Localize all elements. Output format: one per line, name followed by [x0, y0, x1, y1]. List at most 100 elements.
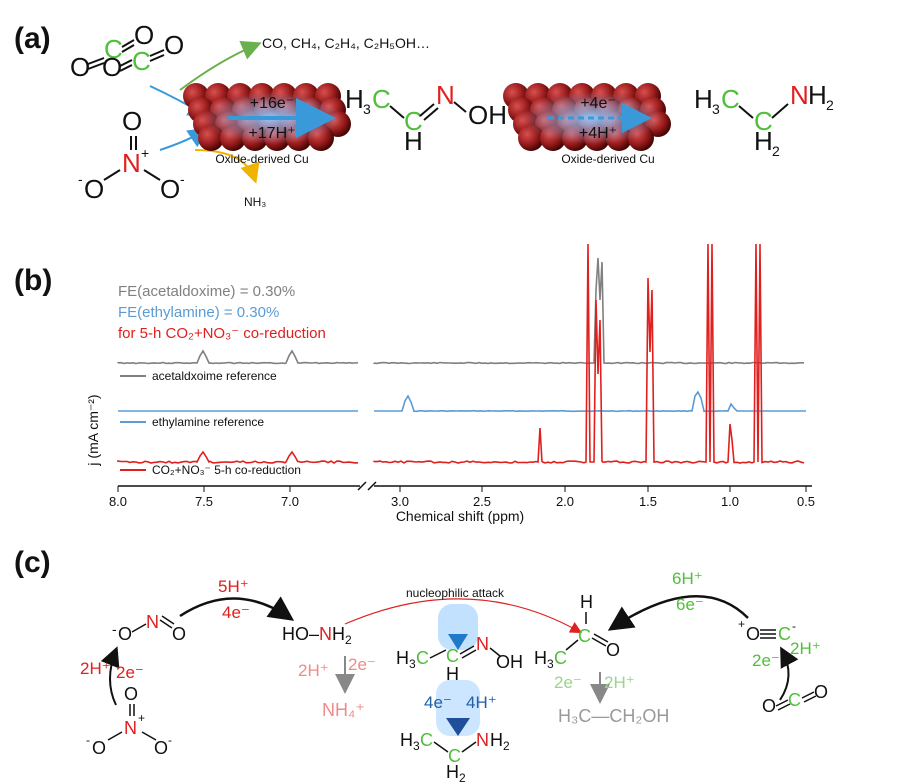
svg-text:O: O: [164, 30, 184, 60]
svg-text:+: +: [141, 145, 149, 161]
nitrate-molecule-c: O N + O - O -: [86, 684, 172, 758]
svg-text:C: C: [448, 746, 461, 766]
co-2h: 2H⁺: [790, 639, 821, 658]
svg-text:+: +: [138, 711, 145, 725]
svg-text:OH: OH: [496, 652, 523, 672]
x-tick-label-right-5: 0.5: [797, 494, 815, 509]
nitrate-molecule-a: O N + O - O -: [78, 106, 185, 204]
fe-conditions: for 5-h CO₂+NO₃⁻ co-reduction: [118, 325, 326, 342]
catalyst-right-label: Oxide-derived Cu: [561, 152, 654, 166]
svg-text:H: H: [446, 664, 459, 684]
svg-text:C: C: [372, 84, 391, 114]
svg-text:C: C: [416, 648, 429, 668]
step1-protons: +17H⁺: [248, 125, 295, 142]
ald-2h: 2H⁺: [604, 673, 635, 692]
nucleophilic-attack-arrow: [344, 598, 583, 634]
svg-text:O: O: [92, 738, 106, 758]
acetaldoxime-structure-c: H 3 C C N OH H: [396, 634, 523, 684]
svg-text:O: O: [746, 624, 760, 644]
svg-text:O: O: [124, 684, 138, 704]
svg-text:N: N: [436, 80, 455, 110]
ammonia-outflow-arrow: [194, 149, 260, 184]
svg-text:H: H: [808, 80, 827, 110]
x-tick-label-left-0: 8.0: [109, 494, 127, 509]
step-6e: 6e⁻: [676, 595, 704, 614]
nh4-2e: 2e⁻: [348, 655, 376, 674]
svg-text:C: C: [778, 624, 791, 644]
axis-break-2: [367, 481, 377, 491]
x-tick-label-right-1: 2.5: [473, 494, 491, 509]
acetaldoxime-oh: OH: [468, 100, 507, 130]
svg-text:2: 2: [772, 143, 780, 159]
oxime-4h: 4H⁺: [466, 693, 497, 712]
x-tick-label-right-3: 1.5: [639, 494, 657, 509]
svg-text:N: N: [476, 634, 489, 654]
co2-molecule-a1: O C O: [70, 20, 154, 82]
svg-text:C: C: [721, 84, 740, 114]
step-2h-left: 2H⁺: [80, 659, 111, 678]
step-6h: 6H⁺: [672, 569, 703, 588]
panel-a: (a) O C O O C O O N +: [14, 20, 834, 209]
legend-blue-label: ethylamine reference: [152, 415, 264, 429]
co2-to-co-arrow: [779, 646, 799, 701]
svg-text:C: C: [788, 690, 801, 710]
svg-text:N: N: [122, 148, 141, 178]
svg-text:H: H: [580, 592, 593, 612]
oxime-4e: 4e⁻: [424, 693, 452, 712]
co-2e: 2e⁻: [752, 651, 780, 670]
svg-text:C: C: [554, 648, 567, 668]
step-5h: 5H⁺: [218, 577, 249, 596]
y-axis-label: j (mA cm⁻²): [85, 394, 101, 466]
svg-text:-: -: [112, 621, 117, 637]
catalyst-left-label: Oxide-derived Cu: [215, 152, 308, 166]
x-tick-label-left-2: 7.0: [281, 494, 299, 509]
trace-acetaldoxime-left: [117, 349, 359, 365]
svg-text:C: C: [132, 46, 151, 76]
svg-text:C: C: [420, 730, 433, 750]
svg-text:2: 2: [826, 97, 834, 113]
svg-text:C: C: [104, 34, 123, 64]
svg-text:H: H: [400, 730, 413, 750]
svg-text:3: 3: [547, 657, 554, 671]
carbon-products-arrow: [179, 40, 262, 91]
svg-text:-: -: [168, 733, 172, 747]
panel-c: (c) - O N O O N + O - O - 2H⁺ 2e⁻: [14, 546, 828, 784]
svg-text:O: O: [814, 682, 828, 702]
svg-text:-: -: [78, 171, 83, 187]
svg-text:O: O: [118, 624, 132, 644]
nmr-traces: [117, 243, 806, 464]
trace-coreduction-right: [373, 243, 805, 464]
ethylamine-structure-c: H 3 C C N H 2 H 2: [400, 730, 510, 784]
svg-text:O: O: [84, 174, 104, 204]
svg-text:H: H: [345, 84, 364, 114]
nucleophilic-attack-label: nucleophilic attack: [406, 586, 505, 600]
svg-text:C: C: [404, 106, 423, 136]
co-molecule: + O C -: [738, 617, 796, 644]
svg-text:H: H: [396, 648, 409, 668]
ald-2e: 2e⁻: [554, 673, 582, 692]
svg-text:H: H: [754, 126, 773, 156]
svg-text:O: O: [606, 640, 620, 660]
step-4e: 4e⁻: [222, 603, 250, 622]
panel-b-label: (b): [14, 264, 52, 297]
panel-b: (b) FE(acetaldoxime) = 0.30% FE(ethylami…: [14, 243, 815, 524]
svg-text:-: -: [792, 619, 796, 633]
svg-text:O: O: [102, 52, 122, 82]
svg-text:H: H: [404, 126, 423, 156]
carbon-products-text: CO, CH₄, C₂H₄, C₂H₅OH…: [262, 35, 430, 51]
fe-ethylamine: FE(ethylamine) = 0.30%: [118, 304, 279, 321]
trace-coreduction-left: [117, 450, 359, 464]
panel-a-label: (a): [14, 22, 51, 55]
svg-text:O: O: [762, 696, 776, 716]
svg-text:C: C: [446, 646, 459, 666]
svg-text:O: O: [172, 624, 186, 644]
ammonia-text: NH₃: [244, 195, 266, 209]
co2-molecule-a2: O C O: [102, 30, 184, 82]
svg-text:H: H: [534, 648, 547, 668]
ethanol: H₃C—CH₂OH: [558, 706, 669, 726]
svg-text:2: 2: [503, 739, 510, 753]
axis-break-1: [357, 481, 367, 491]
svg-text:C: C: [754, 106, 773, 136]
